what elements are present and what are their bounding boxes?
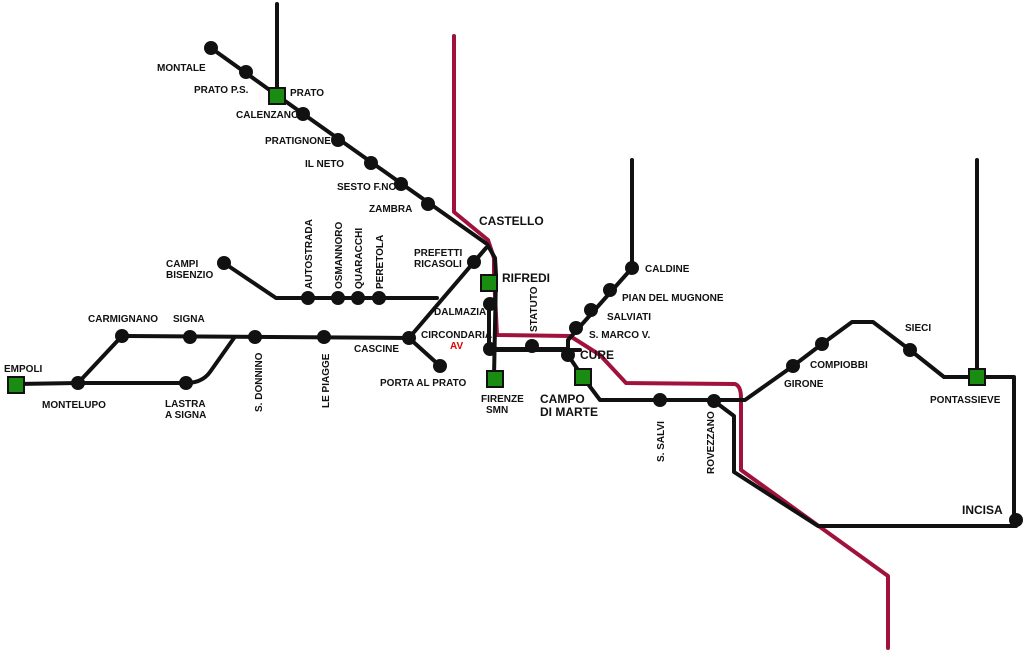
stop-girone[interactable] — [786, 359, 800, 373]
label-il-neto: IL NETO — [305, 159, 344, 170]
stop-s-marco-v[interactable] — [569, 321, 583, 335]
label-castello: CASTELLO — [479, 214, 544, 228]
stop-carmignano[interactable] — [115, 329, 129, 343]
label-firenze: FIRENZE — [481, 394, 524, 405]
station-dots — [71, 41, 1023, 527]
label-pratignone: PRATIGNONE — [265, 136, 331, 147]
label-campi: CAMPI — [166, 259, 198, 270]
label-a-signa: A SIGNA — [165, 410, 206, 421]
stop-pian-del-mugnone[interactable] — [603, 283, 617, 297]
stop-dalmazia[interactable] — [483, 297, 497, 311]
hub-pontassieve[interactable] — [968, 368, 986, 386]
stop-cure[interactable] — [561, 348, 575, 362]
label-rovezzano: ROVEZZANO — [706, 411, 717, 474]
label-montelupo: MONTELUPO — [42, 400, 106, 411]
stop-montale[interactable] — [204, 41, 218, 55]
label-porta-al-prato: PORTA AL PRATO — [380, 378, 467, 389]
hub-empoli[interactable] — [7, 376, 25, 394]
label-circondaria: CIRCONDARIA — [421, 330, 492, 341]
rail-line-faentina — [566, 158, 634, 357]
label-di-marte: DI MARTE — [540, 405, 598, 419]
stop-lastra-a-signa[interactable] — [179, 376, 193, 390]
label-s-donnino: S. DONNINO — [254, 352, 265, 412]
label-autostrada: AUTOSTRADA — [304, 219, 315, 289]
label-av: AV — [450, 341, 463, 352]
stop-prefetti-ricasoli[interactable] — [467, 255, 481, 269]
stop-statuto[interactable] — [525, 339, 539, 353]
label-calenzano: CALENZANO — [236, 110, 299, 121]
rail-line-pontassieve — [580, 320, 1016, 522]
stop-salviati[interactable] — [584, 303, 598, 317]
stop-sesto-fno[interactable] — [394, 177, 408, 191]
stop-porta-al-prato[interactable] — [433, 359, 447, 373]
stop-caldine[interactable] — [625, 261, 639, 275]
label-osmannoro: OSMANNORO — [334, 222, 345, 289]
stop-prato-ps[interactable] — [239, 65, 253, 79]
interchange-stations — [7, 87, 986, 394]
label-quaracchi: QUARACCHI — [354, 228, 365, 289]
hub-campo-di-marte[interactable] — [574, 368, 592, 386]
label-bisenzio: BISENZIO — [166, 270, 213, 281]
stop-montelupo[interactable] — [71, 376, 85, 390]
label-pontassieve: PONTASSIEVE — [930, 395, 1001, 406]
stop-osmannoro[interactable] — [331, 291, 345, 305]
rail-line-campi-bisenzio — [222, 261, 439, 300]
stop-cascine[interactable] — [402, 331, 416, 345]
label-le-piagge: LE PIAGGE — [321, 353, 332, 408]
station-labels: MONTALE PRATO P.S. PRATO CALENZANO PRATI… — [4, 63, 1003, 517]
label-signa: SIGNA — [173, 314, 205, 325]
label-lastra: LASTRA — [165, 399, 206, 410]
stop-le-piagge[interactable] — [317, 330, 331, 344]
label-salviati: SALVIATI — [607, 312, 651, 323]
label-ricasoli: RICASOLI — [414, 259, 462, 270]
stop-campi-bisenzio[interactable] — [217, 256, 231, 270]
label-cascine: CASCINE — [354, 344, 399, 355]
label-statuto: STATUTO — [529, 286, 540, 332]
stop-peretola[interactable] — [372, 291, 386, 305]
label-cure: CURE — [580, 348, 614, 362]
label-pian-del-mugnone: PIAN DEL MUGNONE — [622, 293, 724, 304]
label-prato-ps: PRATO P.S. — [194, 85, 249, 96]
label-s-salvi: S. SALVI — [656, 421, 667, 462]
rail-line-empoli-signa — [14, 334, 411, 386]
hub-prato[interactable] — [268, 87, 286, 105]
label-sieci: SIECI — [905, 323, 931, 334]
hub-rifredi[interactable] — [480, 274, 498, 292]
label-montale: MONTALE — [157, 63, 206, 74]
label-girone: GIRONE — [784, 379, 824, 390]
stop-autostrada[interactable] — [301, 291, 315, 305]
label-peretola: PERETOLA — [375, 235, 386, 289]
stop-incisa[interactable] — [1009, 513, 1023, 527]
stop-quaracchi[interactable] — [351, 291, 365, 305]
label-dalmazia: DALMAZIA — [434, 307, 486, 318]
label-rifredi: RIFREDI — [502, 271, 550, 285]
stop-s-donnino[interactable] — [248, 330, 262, 344]
stop-il-neto[interactable] — [364, 156, 378, 170]
label-prato: PRATO — [290, 88, 324, 99]
label-empoli: EMPOLI — [4, 364, 43, 375]
stop-calenzano[interactable] — [296, 107, 310, 121]
stop-compiobbi[interactable] — [815, 337, 829, 351]
label-campo: CAMPO — [540, 392, 585, 406]
label-prefetti: PREFETTI — [414, 248, 463, 259]
label-compiobbi: COMPIOBBI — [810, 360, 868, 371]
label-incisa: INCISA — [962, 503, 1003, 517]
stop-pratignone[interactable] — [331, 133, 345, 147]
stop-sieci[interactable] — [903, 343, 917, 357]
stop-signa[interactable] — [183, 330, 197, 344]
hub-firenze-smn[interactable] — [486, 370, 504, 388]
stop-s-salvi[interactable] — [653, 393, 667, 407]
label-s-marco-v: S. MARCO V. — [589, 330, 651, 341]
stop-zambra[interactable] — [421, 197, 435, 211]
label-carmignano: CARMIGNANO — [88, 314, 158, 325]
label-caldine: CALDINE — [645, 264, 690, 275]
stop-circondaria[interactable] — [483, 342, 497, 356]
label-sesto-fno: SESTO F.NO — [337, 182, 396, 193]
label-zambra: ZAMBRA — [369, 204, 412, 215]
label-smn: SMN — [486, 405, 508, 416]
stop-rovezzano[interactable] — [707, 394, 721, 408]
